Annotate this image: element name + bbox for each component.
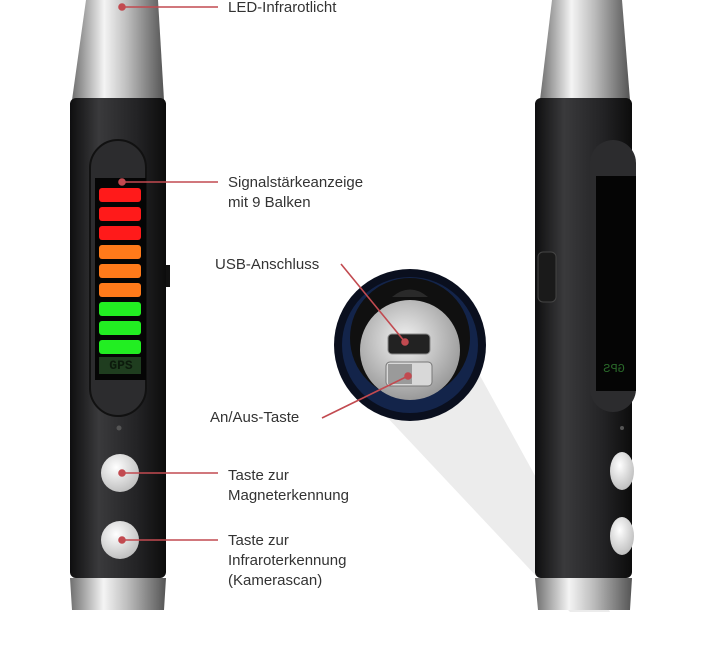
label-infrared-2: Infraroterkennung [228,552,347,569]
usb-port [387,333,431,355]
signal-bar [99,188,141,202]
signal-bar [99,340,141,354]
svg-text:GPS: GPS [603,362,625,376]
label-signal-2: mit 9 Balken [228,194,311,211]
label-usb: USB-Anschluss [215,256,320,273]
signal-bar [99,264,141,278]
label-infrared-3: (Kamerascan) [228,572,323,589]
device-side-view: GPS [535,0,636,610]
indicator-dot [116,425,122,431]
bottom-cap [70,578,166,610]
label-power: An/Aus-Taste [210,409,300,426]
signal-bar [99,321,141,335]
bottom-detail-inset [334,269,486,421]
led-cap [72,0,164,100]
signal-bar [99,283,141,297]
label-magnet-2: Magneterkennung [228,487,349,504]
signal-bar [99,245,141,259]
signal-bar [99,207,141,221]
signal-bar [99,302,141,316]
label-signal-1: Signalstärkeanzeige [228,174,364,191]
callout-lines [118,3,412,544]
label-magnet-1: Taste zur [228,467,289,484]
gps-indicator: GPS [109,358,133,373]
label-led: LED-Infrarotlicht [228,0,337,16]
label-infrared-1: Taste zur [228,532,289,549]
device-front-view [70,0,170,610]
signal-bar [99,226,141,240]
